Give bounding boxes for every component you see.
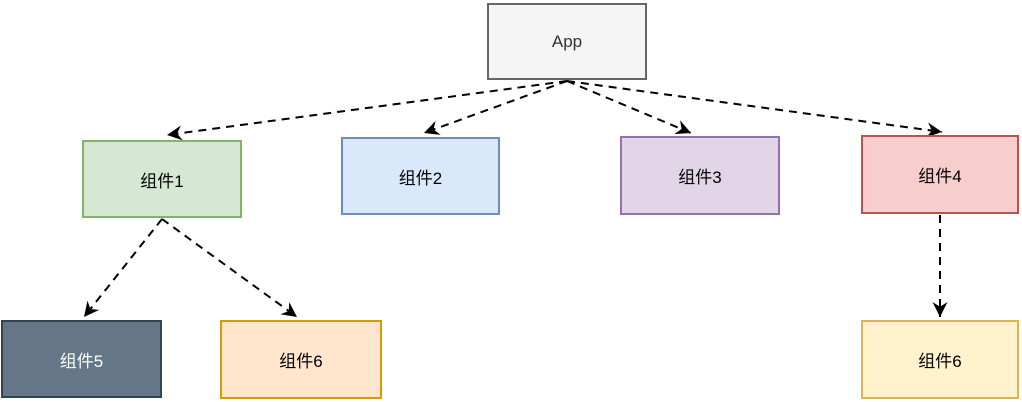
node-app-label: App	[551, 31, 583, 51]
node-component-3-label: 组件3	[678, 168, 722, 187]
node-component-2-label: 组件2	[398, 168, 443, 188]
node-component-5: 组件5	[1, 320, 162, 398]
node-component-5-label: 组件5	[59, 351, 104, 371]
node-component-6-right: 组件6	[861, 320, 1019, 399]
node-component-6-left: 组件6	[220, 320, 382, 399]
node-component-1: 组件1	[82, 140, 242, 218]
node-component-6-left-label: 组件6	[279, 352, 323, 371]
node-component-1-label: 组件1	[140, 171, 184, 191]
edge-app-comp2	[423, 80, 568, 135]
node-component-2: 组件2	[341, 137, 500, 215]
edge-comp1-comp6	[161, 218, 298, 318]
edge-app-comp1	[166, 80, 568, 141]
node-component-4: 组件4	[861, 135, 1019, 214]
node-component-3: 组件3	[620, 136, 780, 215]
node-component-4-label: 组件4	[918, 167, 962, 186]
node-component-6-right-label: 组件6	[918, 352, 962, 371]
node-app: App	[487, 3, 647, 80]
edge-app-comp4	[566, 80, 943, 138]
edge-app-comp3	[566, 80, 692, 135]
edge-comp1-comp5	[83, 218, 163, 318]
